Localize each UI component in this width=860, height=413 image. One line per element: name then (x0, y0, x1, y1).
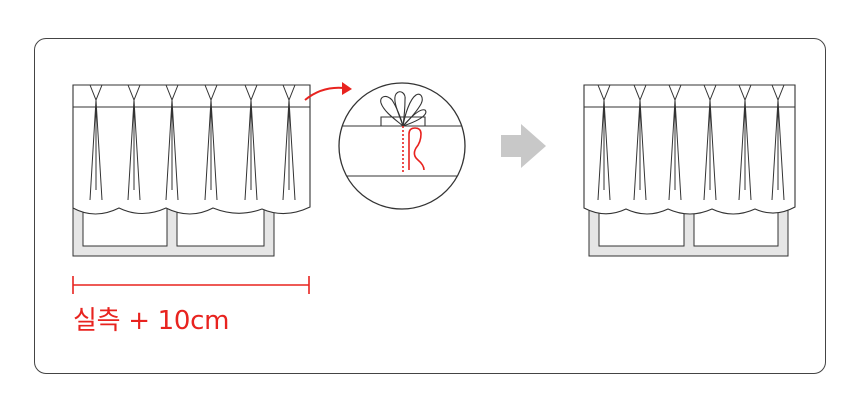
after-curtain (583, 84, 796, 215)
measurement-line-icon (72, 276, 310, 294)
right-arrow-icon (501, 124, 546, 168)
curtain-hook-magnifier-icon (338, 82, 466, 210)
measurement-label: 실측 + 10cm (73, 306, 230, 336)
window-frame-right (588, 208, 789, 257)
curved-arrow-icon (304, 82, 352, 101)
before-curtain (72, 84, 311, 215)
